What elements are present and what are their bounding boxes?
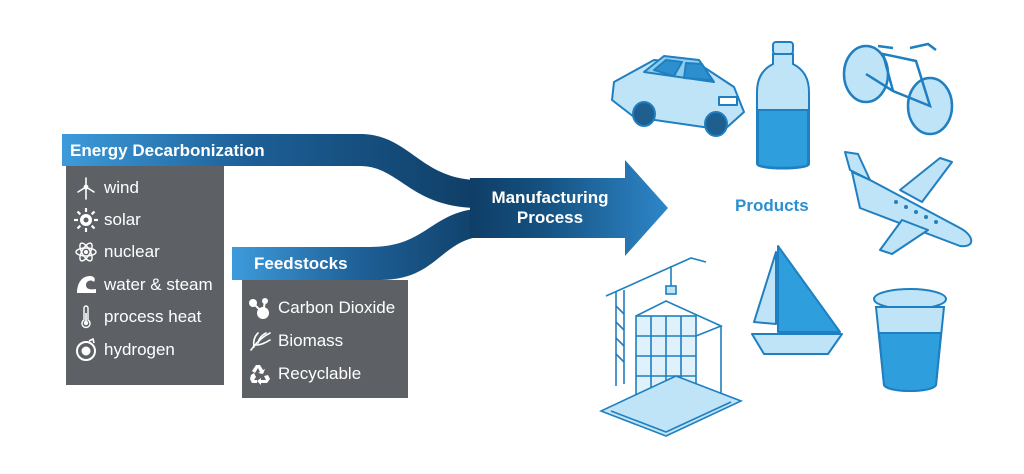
feedstock-item-recyclable: Recyclable: [248, 362, 361, 386]
recycle-icon: [248, 362, 272, 386]
airplane-icon: [840, 150, 980, 255]
energy-item-process-heat: process heat: [74, 305, 201, 329]
bottle-icon: [753, 40, 813, 175]
sun-icon: [74, 208, 98, 232]
feedstock-item-biomass: Biomass: [248, 329, 343, 353]
sailboat-icon: [748, 242, 848, 362]
feedstock-flow-band: [232, 208, 490, 280]
manufacturing-arrow: [470, 160, 668, 256]
energy-title: Energy Decarbonization: [70, 141, 265, 160]
cup-icon: [870, 285, 950, 395]
energy-item-water-steam: water & steam: [74, 273, 213, 297]
energy-flow-band: [62, 134, 480, 208]
energy-panel: [66, 166, 224, 385]
hydrogen-icon: [74, 338, 98, 362]
process-line-2: Process: [516, 208, 584, 227]
atom-icon: [74, 240, 98, 264]
feedstock-item-carbon-dioxide: Carbon Dioxide: [248, 296, 395, 320]
energy-item-nuclear: nuclear: [74, 240, 160, 264]
molecule-icon: [248, 296, 272, 320]
process-line-1: Manufacturing: [491, 188, 609, 207]
feedstocks-title: Feedstocks: [254, 254, 348, 273]
building-crane-icon: [596, 236, 746, 446]
thermometer-icon: [74, 305, 98, 329]
energy-item-hydrogen: hydrogen: [74, 338, 175, 362]
wave-icon: [74, 273, 98, 297]
manufacturing-process-label: Manufacturing Process: [480, 188, 620, 228]
leaf-icon: [248, 329, 272, 353]
energy-item-solar: solar: [74, 208, 141, 232]
products-label: Products: [735, 196, 809, 215]
energy-item-wind: wind: [74, 176, 139, 200]
car-icon: [604, 42, 754, 142]
bicycle-icon: [838, 36, 958, 141]
wind-turbine-icon: [74, 176, 98, 200]
